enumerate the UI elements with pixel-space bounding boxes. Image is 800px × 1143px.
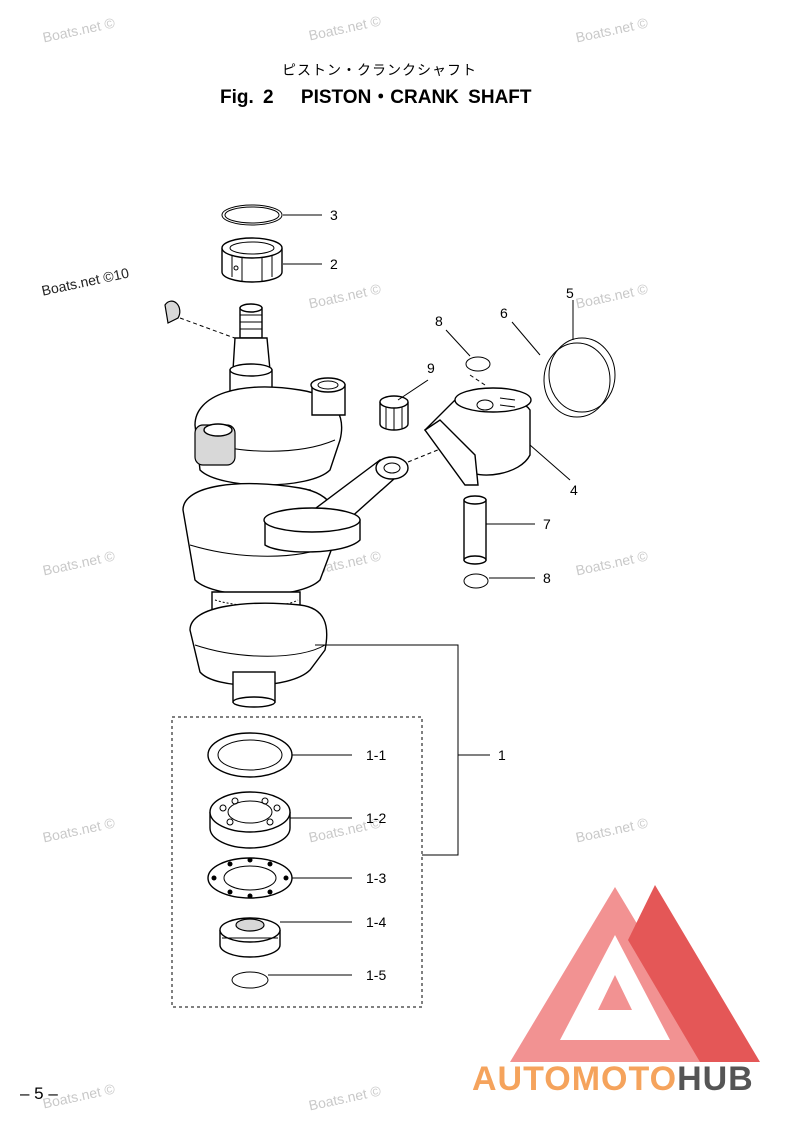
- callout-1-5: 1-5: [366, 967, 386, 983]
- callout-8-lower: 8: [543, 570, 551, 586]
- part-1-1-ring: [207, 732, 293, 778]
- brand-part-1: AUTOMOTO: [472, 1060, 678, 1098]
- japanese-title: ピストン・クランクシャフト: [282, 63, 477, 79]
- part-8-clip-upper: [465, 356, 491, 372]
- automotohub-logo-icon: [510, 885, 760, 1062]
- callout-2: 2: [330, 256, 338, 272]
- callout-7: 7: [543, 516, 551, 532]
- callout-1-3: 1-3: [366, 870, 386, 886]
- callout-1: 1: [498, 747, 506, 763]
- callout-5: 5: [566, 285, 574, 301]
- figure-name: PISTON・CRANK SHAFT: [300, 87, 532, 108]
- part-1-5-circlip: [231, 971, 269, 989]
- callout-8-upper: 8: [435, 313, 443, 329]
- part-7-piston-pin: [463, 495, 487, 565]
- part-2-bearing: [221, 237, 283, 283]
- automotohub-brand: AUTOMOTOHUB: [472, 1060, 754, 1099]
- callout-1-1: 1-1: [366, 747, 386, 763]
- part-1-4-oil-seal: [219, 917, 281, 958]
- figure-number: Fig. 2: [220, 87, 274, 108]
- callout-3: 3: [330, 207, 338, 223]
- callout-1-2: 1-2: [366, 810, 386, 826]
- callout-4: 4: [570, 482, 578, 498]
- callout-1-4: 1-4: [366, 914, 386, 930]
- part-9-needle-bearing: [379, 395, 409, 431]
- connecting-rod: [263, 456, 409, 553]
- callout-9: 9: [427, 360, 435, 376]
- brand-part-2: HUB: [677, 1060, 754, 1098]
- figure-title: Fig. 2 PISTON・CRANK SHAFT: [220, 82, 532, 109]
- part-5-6-piston-rings: [543, 337, 616, 418]
- part-3-circlip: [221, 204, 283, 226]
- part-1-3-plate: [207, 857, 293, 899]
- page-number: – 5 –: [20, 1084, 58, 1103]
- part-8-clip-lower: [463, 573, 489, 589]
- part-10-woodruff-key: [164, 300, 181, 324]
- part-4-piston: [424, 387, 532, 486]
- part-1-2-ball-bearing: [209, 791, 291, 849]
- callout-6: 6: [500, 305, 508, 321]
